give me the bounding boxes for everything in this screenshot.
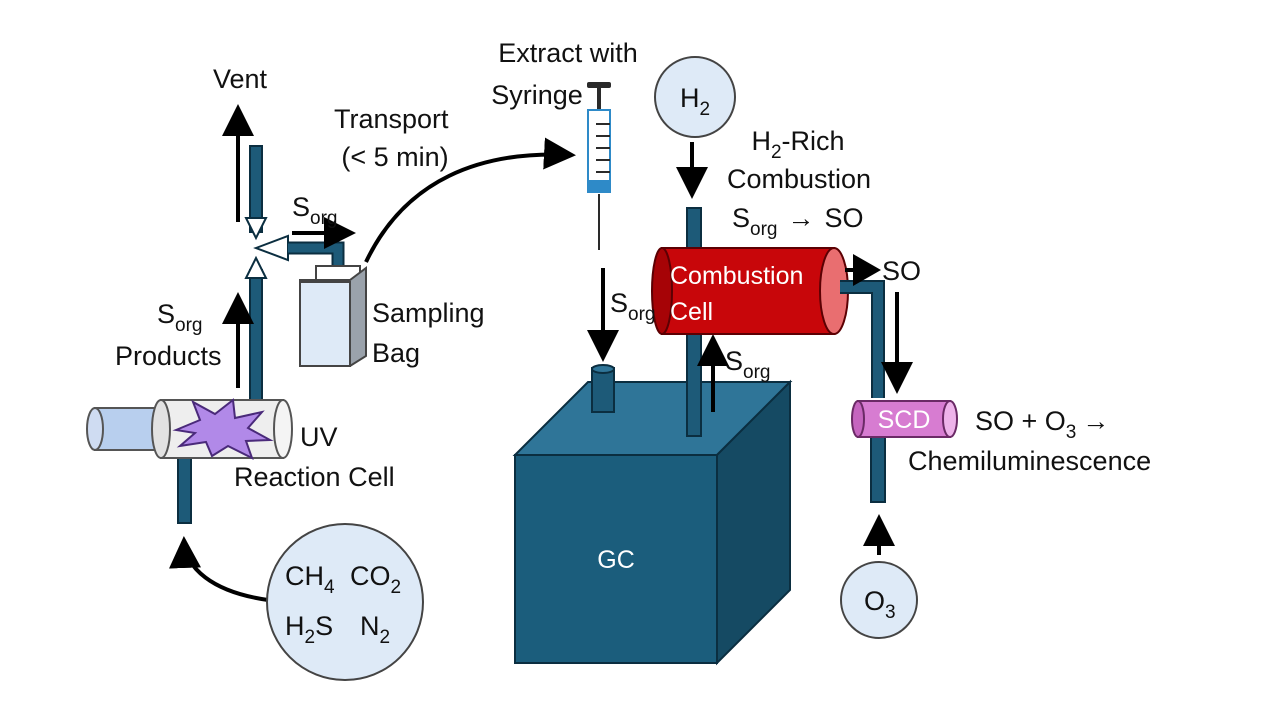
- o3-circle: [840, 561, 918, 639]
- n2-label: N2: [360, 611, 390, 648]
- vent-label: Vent: [213, 64, 268, 94]
- scd-detector: [851, 400, 958, 438]
- cell-inlet-pipe: [177, 454, 192, 524]
- h2s-label: H2S: [285, 611, 333, 648]
- extract-label: Extract with: [498, 38, 638, 68]
- sampling-bag-label: Sampling Bag: [372, 298, 492, 368]
- sorg-syringe-label: Sorg: [610, 288, 655, 325]
- combustion-label: Combustion: [727, 164, 871, 194]
- three-way-valve-icon[interactable]: [244, 217, 289, 279]
- sorg-to-so-label: Sorg→SO: [732, 203, 864, 240]
- reaction-cell-label: Reaction Cell: [234, 462, 395, 492]
- co2-label: CO2: [350, 561, 401, 598]
- gc-label: GC: [597, 546, 635, 574]
- sorg-gc-out-label: Sorg: [725, 346, 770, 383]
- o3-circle-label: O3: [864, 586, 896, 623]
- feed-gas-circle: [266, 523, 424, 681]
- sampling-bag: [299, 265, 367, 367]
- uv-flash-icon: [172, 398, 274, 461]
- gc-box: [512, 379, 793, 666]
- syringe-icon[interactable]: [587, 82, 611, 250]
- uv-label: UV: [300, 422, 338, 452]
- scd-label: SCD: [878, 406, 931, 434]
- so-o3-label: SO + O3→: [975, 406, 1109, 443]
- combustion-cell-label: Combustion Cell: [670, 262, 810, 326]
- gc-inlet-stub: [591, 367, 615, 413]
- uv-reaction-cell: [86, 398, 293, 461]
- h2-circle-label: H2: [680, 83, 710, 120]
- feed-gas-arrow: [169, 536, 269, 602]
- so-label: SO: [882, 256, 921, 286]
- ch4-label: CH4: [285, 561, 335, 598]
- transport-arrow: [364, 137, 576, 263]
- chemiluminescence-label: Chemiluminescence: [908, 446, 1151, 476]
- transport-label: Transport (< 5 min): [334, 104, 456, 172]
- h2-circle: [654, 56, 736, 138]
- combustion-cell: [651, 247, 849, 335]
- sorg-valve-label: Sorg: [292, 192, 337, 229]
- scd-lower-pipe: [870, 435, 886, 503]
- sorg-products-label: Sorg: [157, 299, 202, 336]
- cell-outlet-pipe: [249, 269, 263, 405]
- h2-rich-label: H2-Rich: [751, 126, 844, 163]
- gc-outlet-pipe: [686, 317, 702, 437]
- syringe-label: Syringe: [491, 80, 583, 110]
- products-label: Products: [115, 341, 222, 371]
